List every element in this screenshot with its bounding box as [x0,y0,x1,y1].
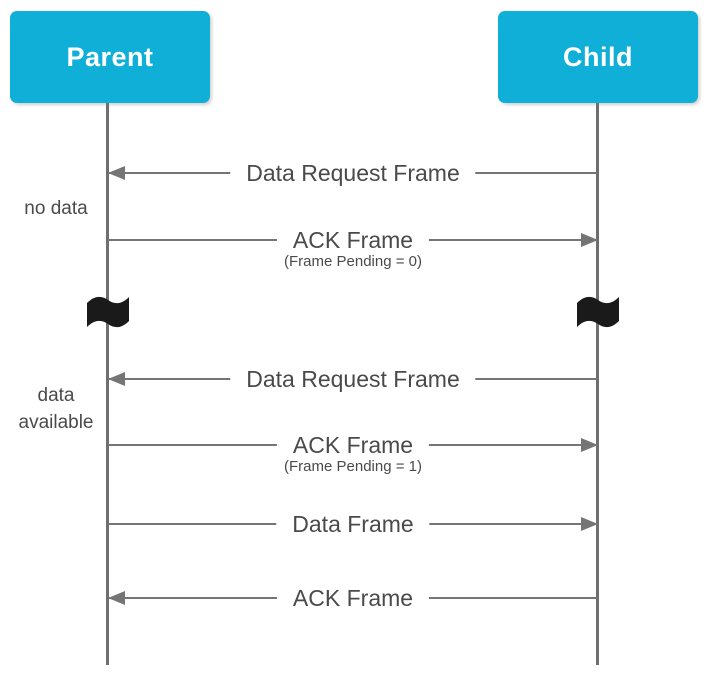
message-label: ACK Frame [276,433,430,457]
arrowhead-right-icon [581,517,598,531]
message-label: ACK Frame [276,228,430,252]
message-data-request-1: Data Request Frame [108,161,598,185]
message-label: Data Request Frame [230,367,476,391]
break-flag-icon [86,294,130,330]
message-ack-final: ACK Frame [108,586,598,610]
actor-child-box: Child [498,11,698,103]
message-ack-fp1: ACK Frame (Frame Pending = 1) [108,433,598,475]
message-label: Data Frame [276,512,430,536]
message-data-frame: Data Frame [108,512,598,536]
message-ack-fp0: ACK Frame (Frame Pending = 0) [108,228,598,270]
parent-lifeline [106,103,109,665]
actor-parent-label: Parent [66,41,154,72]
actor-child-label: Child [563,41,633,72]
message-subtitle: (Frame Pending = 1) [284,458,422,475]
arrowhead-left-icon [108,372,125,386]
child-lifeline [596,103,599,665]
actor-parent-box: Parent [10,11,210,103]
note-data-available: data available [18,385,94,433]
arrowhead-right-icon [581,438,598,452]
message-label: ACK Frame [276,586,430,610]
message-label: Data Request Frame [230,161,476,185]
arrowhead-left-icon [108,591,125,605]
break-flag-icon [576,294,620,330]
arrowhead-left-icon [108,166,125,180]
message-subtitle: (Frame Pending = 0) [284,253,422,270]
arrowhead-right-icon [581,233,598,247]
note-no-data: no data [24,198,88,219]
message-data-request-2: Data Request Frame [108,367,598,391]
